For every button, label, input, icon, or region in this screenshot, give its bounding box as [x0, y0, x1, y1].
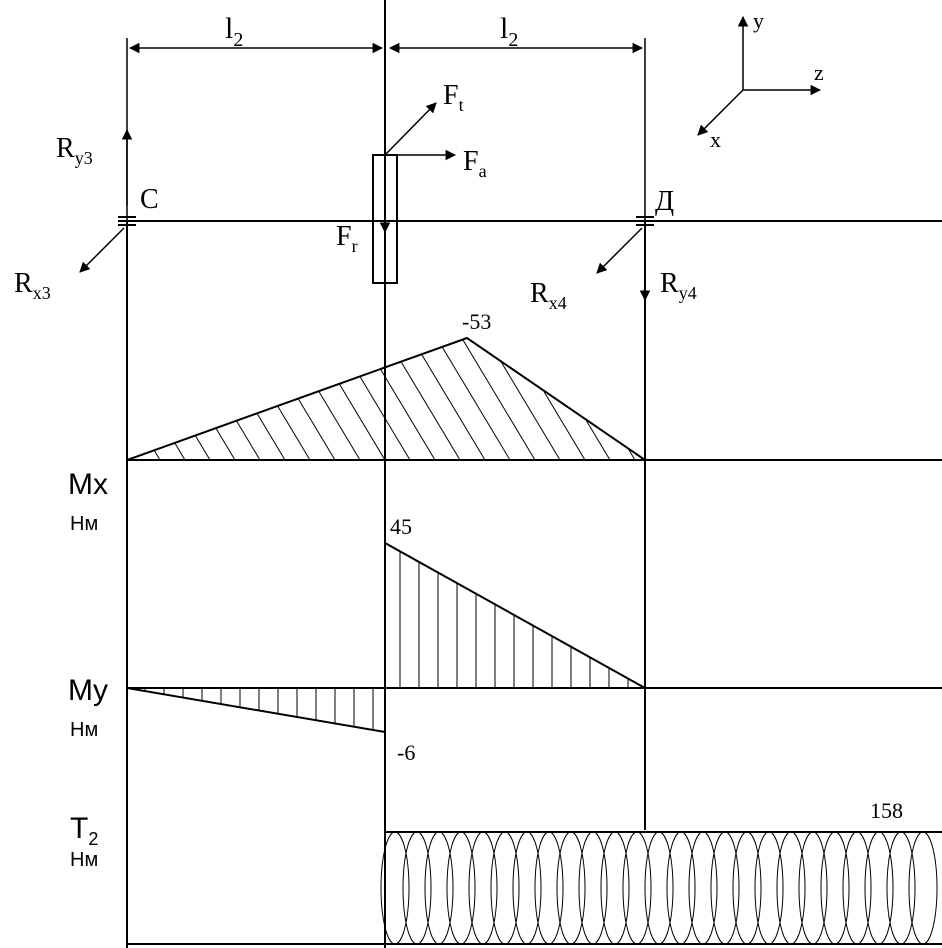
t2-hatch-ellipse — [842, 831, 872, 945]
mx-hatch-line — [500, 360, 561, 461]
t2-hatch-ellipse — [644, 831, 674, 945]
mx-hatch-line — [297, 398, 336, 461]
mx-hatch-line — [420, 353, 486, 461]
axis-label-z: z — [814, 60, 824, 85]
t2-hatch-ellipse — [446, 831, 476, 945]
my-left-value: -6 — [397, 740, 415, 765]
mx-hatch-line — [276, 405, 311, 461]
t2-hatch-ellipse — [732, 831, 762, 945]
mx-hatching — [153, 339, 636, 461]
reaction-ry3-label: Ry3 — [56, 133, 93, 168]
mx-outline — [126, 336, 646, 461]
axis-label-x: x — [710, 127, 721, 152]
reaction-rx4-label: Rx4 — [530, 278, 567, 313]
mx-hatch-line — [400, 361, 461, 461]
mx-diagram: -53 Mx Нм — [68, 309, 942, 535]
support-label-c: C — [140, 184, 159, 215]
my-outline-right — [384, 541, 646, 689]
t2-hatch-ellipse — [600, 831, 630, 945]
t2-value: 158 — [870, 798, 903, 823]
force-ft-label: Ft — [443, 80, 464, 115]
t2-hatch-ellipse — [512, 831, 542, 945]
mx-hatch-line — [359, 375, 411, 461]
mx-unit: Нм — [70, 513, 98, 535]
t2-hatch-ellipse — [622, 831, 652, 945]
force-ft-arrow — [384, 102, 437, 156]
reaction-rx4-arrow — [596, 227, 643, 274]
mx-hatch-line — [338, 383, 386, 461]
my-label: My — [68, 674, 108, 707]
my-outline-left — [126, 687, 386, 734]
my-right-value: 45 — [390, 514, 412, 539]
t2-hatch-ellipse — [886, 831, 916, 945]
my-diagram: 45 -6 My Нм — [68, 514, 942, 765]
t2-hatch-ellipse — [468, 831, 498, 945]
t2-hatch-ellipse — [776, 831, 806, 945]
mx-hatch-line — [462, 339, 536, 461]
coordinate-axes: y z x — [697, 8, 824, 152]
t2-hatch-ellipse — [908, 831, 938, 945]
support-label-d: Д — [655, 186, 674, 217]
t2-hatch-ellipse — [820, 831, 850, 945]
t2-hatch-ellipse — [380, 831, 410, 945]
mx-hatch-line — [256, 412, 286, 461]
t2-hatch-ellipse — [424, 831, 454, 945]
mx-label: Mx — [68, 468, 108, 501]
reactions: Ry3 Rx3 Rx4 Ry4 — [14, 128, 697, 313]
t2-hatch-ellipse — [534, 831, 564, 945]
force-fa-label: Fa — [463, 146, 487, 181]
t2-twist-hatching — [380, 831, 938, 945]
mx-peak-value: -53 — [462, 309, 491, 334]
mx-hatch-line — [584, 418, 611, 461]
mx-hatch-line — [318, 390, 361, 461]
shaft: C Д — [118, 0, 942, 948]
reaction-rx3-arrow — [79, 227, 125, 273]
my-hatching — [144, 551, 629, 730]
t2-hatch-ellipse — [688, 831, 718, 945]
mx-hatch-line — [215, 427, 236, 461]
t2-label: T2 — [70, 812, 98, 849]
force-fr-label: Fr — [336, 221, 358, 256]
mx-hatch-line — [194, 434, 211, 461]
t2-hatch-ellipse — [710, 831, 740, 945]
t2-hatch-ellipse — [578, 831, 608, 945]
t2-hatch-ellipse — [798, 831, 828, 945]
t2-hatch-ellipse — [402, 831, 432, 945]
t2-hatch-ellipse — [864, 831, 894, 945]
mx-hatch-line — [542, 389, 586, 461]
my-unit: Нм — [70, 719, 98, 741]
forces: Ft Fa Fr — [336, 80, 487, 256]
t2-hatch-ellipse — [556, 831, 586, 945]
axis-label-y: y — [753, 8, 764, 33]
mx-hatch-line — [441, 346, 511, 461]
dim-label-left: l2 — [225, 12, 243, 51]
mx-hatch-line — [235, 420, 261, 461]
dimension-lines: l2 l2 — [126, 12, 646, 222]
mx-hatch-line — [174, 442, 186, 461]
reaction-ry4-label: Ry4 — [660, 268, 697, 303]
t2-hatch-ellipse — [754, 831, 784, 945]
mx-hatch-line — [153, 449, 161, 461]
t2-diagram: 158 T2 Нм — [70, 798, 942, 945]
t2-hatch-ellipse — [666, 831, 696, 945]
dim-label-right: l2 — [500, 12, 518, 51]
t2-hatch-ellipse — [490, 831, 520, 945]
mx-hatch-line — [379, 368, 436, 461]
reaction-rx3-label: Rx3 — [14, 268, 51, 303]
t2-unit: Нм — [70, 849, 98, 871]
